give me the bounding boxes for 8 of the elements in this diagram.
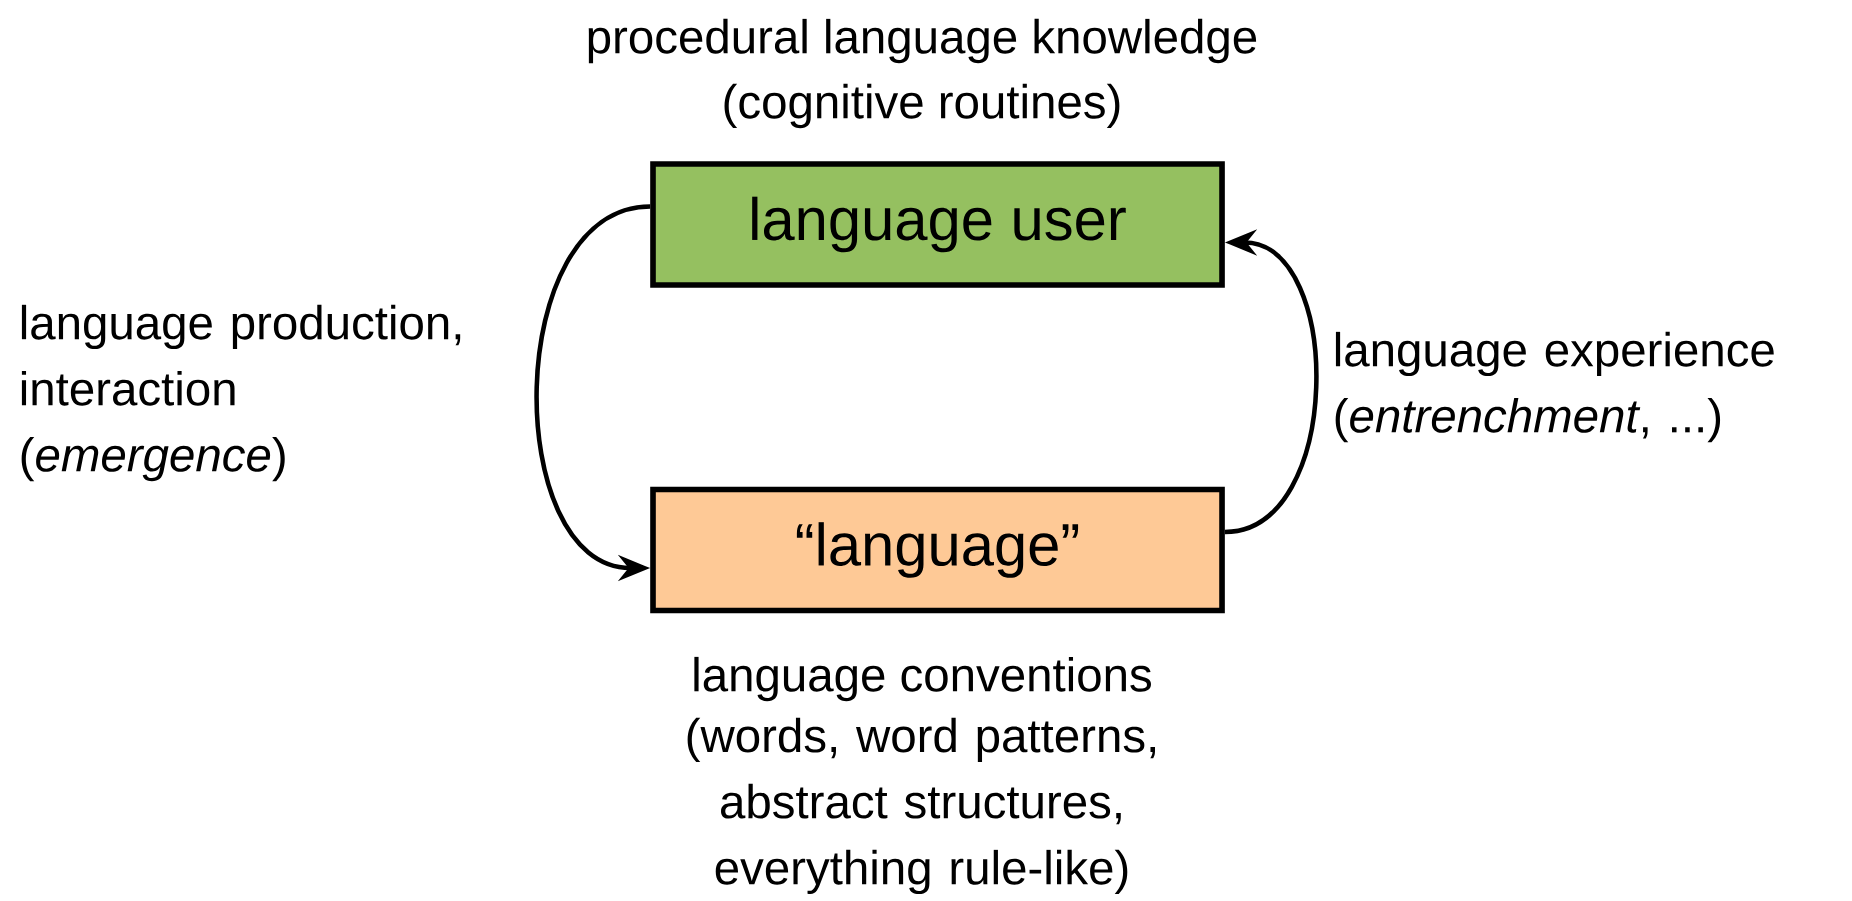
edge-label: language experience (entrenchment, ...) [1335,331,1774,443]
node-label: (cognitive routines) [724,83,1120,129]
edge-label: language production, interaction (emergence) [21,304,461,482]
node-label: (words, word patterns, abstract structures, everything rule-like) [687,717,1155,895]
process-box: language user [650,161,1225,288]
node-label: language conventions [694,656,1151,702]
node-label: procedural language knowledge [588,18,1257,64]
process-box: “language” [650,486,1225,614]
